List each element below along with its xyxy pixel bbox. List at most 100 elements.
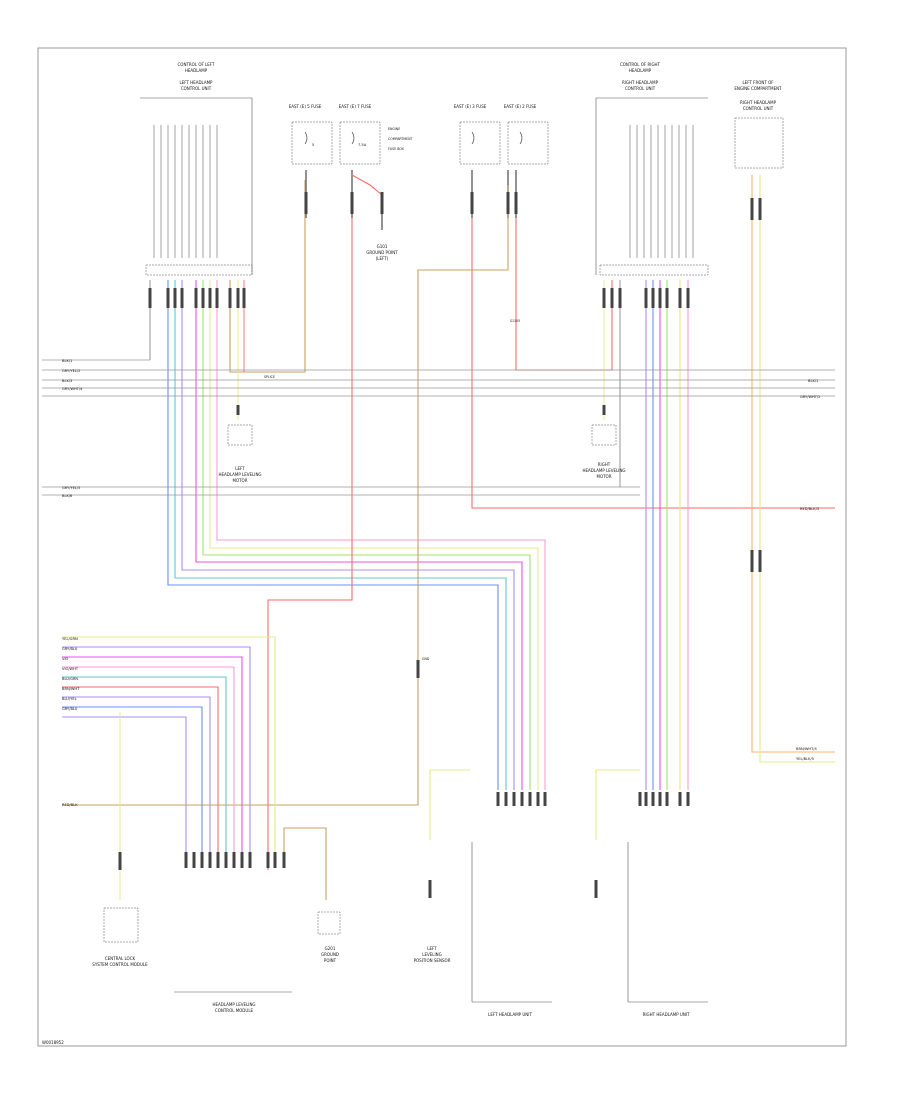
connector-pin [750, 198, 754, 220]
left-ctrl-title-4: CONTROL UNIT [181, 86, 212, 91]
connector-pin [758, 550, 762, 572]
connector-pin [166, 288, 170, 308]
connector-pin [232, 852, 236, 868]
left-ctrl-title-2: HEADLAMP [185, 68, 208, 73]
left-ctrl-title-1: CONTROL OF LEFT [178, 62, 216, 67]
ground-center-label-1: G201 [325, 946, 336, 951]
connector-pin [594, 880, 598, 898]
wire-35 [351, 174, 383, 196]
wire-29 [229, 180, 306, 373]
left-ctrl-title-3: LEFT HEADLAMP [180, 80, 214, 85]
fuse-d-label: EAST (E) 2 FUSE [504, 104, 537, 109]
headlamp-leveling-control-module: HEADLAMP LEVELING CONTROL MODULE [174, 991, 292, 1013]
wire-26 [202, 280, 531, 790]
left-wire-label-7: BLU/YEL [62, 697, 77, 701]
bus-labels-left: BLK/1 GRY/YEL/2 BLK/3 GRY/WHT/4 GRY/YEL/… [62, 359, 83, 498]
left-wire-label-4: VIO/WHT [62, 667, 79, 671]
connector-pin [678, 288, 682, 308]
wire-64 [429, 769, 470, 840]
fuse-a-label: EAST (E) 5 FUSE [289, 104, 322, 109]
connector-pin [638, 792, 642, 806]
connector-pin [201, 288, 205, 308]
wire-56 [62, 666, 235, 860]
wire-61 [62, 716, 187, 860]
connector-pin [208, 852, 212, 868]
connector-pin [216, 852, 220, 868]
connector-pin [678, 792, 682, 806]
bus-left-top [42, 359, 835, 496]
ground-center-label-3: POINT [324, 958, 337, 963]
connector-pin [428, 880, 432, 898]
central-module-label-1: CENTRAL LOCK [105, 956, 136, 961]
right-top-title-4: CONTROL UNIT [743, 106, 774, 111]
connector-pin [240, 852, 244, 868]
connector-pin [504, 792, 508, 806]
bus-label-2: GRY/YEL/2 [62, 369, 80, 373]
bus-label-r5: YEL/BLK/5 [796, 757, 814, 761]
fuse-b-amp: 7.5A [358, 143, 367, 147]
connector-pin [536, 792, 540, 806]
right-motor-label-1: RIGHT [598, 462, 611, 467]
connector-pin [266, 852, 270, 868]
connector-pin [228, 288, 232, 308]
connector-pin [750, 550, 754, 572]
fuse-block-left: EAST (E) 5 FUSE EAST (E) 7 FUSE 5 7.5A E… [289, 104, 412, 165]
right-leveling-motor: RIGHT HEADLAMP LEVELING MOTOR [582, 424, 626, 479]
left-wire-label-2: GRY/BLU [62, 647, 78, 651]
connector-pin [514, 192, 518, 214]
connector-pin [304, 192, 308, 214]
connector-pin [236, 288, 240, 308]
wire-23 [174, 280, 507, 790]
connector-pin [380, 192, 384, 214]
connector-pin [520, 792, 524, 806]
ground-left-label-1: G101 [377, 244, 388, 249]
left-wire-labels: YEL/GRN GRY/BLU VIO VIO/WHT BLU/GRN BRN/… [62, 637, 80, 807]
right-ctrl-title-2: HEADLAMP [629, 68, 652, 73]
right-top-title-1: LEFT FRONT OF [742, 80, 774, 85]
connector-pin [496, 792, 500, 806]
left-leveling-motor: LEFT HEADLAMP LEVELING MOTOR [218, 424, 262, 483]
right-front-engine-compartment: LEFT FRONT OF ENGINE COMPARTMENT RIGHT H… [734, 80, 784, 169]
wire-65 [595, 769, 640, 840]
connector-pin [470, 192, 474, 214]
left-wire-label-8: GRY/BLU [62, 707, 78, 711]
connector-pin [236, 405, 240, 415]
wire-25 [195, 280, 523, 790]
wire-40 [515, 218, 613, 371]
wire-59 [62, 696, 211, 860]
left-headlamp-control-unit: CONTROL OF LEFT HEADLAMP LEFT HEADLAMP C… [140, 62, 253, 276]
connector-pin [651, 288, 655, 308]
bus-label-5: GRY/YEL/5 [62, 486, 80, 490]
connector-pin [644, 288, 648, 308]
connector-pin [658, 792, 662, 806]
left-headlamp-unit: LEFT HEADLAMP UNIT [471, 842, 552, 1017]
wire-36 [267, 218, 353, 870]
connector-pin [148, 288, 152, 308]
ground-center-component: G201 GROUND POINT [317, 911, 341, 963]
left-wire-label-3: VIO [62, 657, 69, 661]
term-label: SPLICE [264, 375, 275, 379]
connector-pin [180, 288, 184, 308]
headlamp-control-label-2: CONTROL MODULE [215, 1008, 254, 1013]
left-headlamp-unit-label: LEFT HEADLAMP UNIT [488, 1012, 532, 1017]
connector-pin [665, 792, 669, 806]
wire-27 [209, 280, 539, 790]
connector-pin [200, 852, 204, 868]
connector-pin [665, 288, 669, 308]
right-ctrl-title-3: RIGHT HEADLAMP [622, 80, 659, 85]
right-headlamp-control-unit: CONTROL OF RIGHT HEADLAMP RIGHT HEADLAMP… [595, 62, 709, 276]
diagram-border [37, 47, 847, 1047]
gnd-label: GND [422, 657, 430, 661]
connector-pin [686, 792, 690, 806]
connector-pin [602, 288, 606, 308]
left-motor-label-3: MOTOR [233, 478, 248, 483]
wire-52 [759, 175, 835, 763]
bus-label-6: BLK/6 [62, 494, 73, 498]
connector-pin [543, 792, 547, 806]
engine-fuse-box-label-1: ENGINE [388, 127, 400, 131]
connector-pin [273, 852, 277, 868]
wire-54 [62, 646, 251, 860]
left-pos-sensor-label-3: POSITION SENSOR [414, 958, 451, 963]
connector-pin [173, 288, 177, 308]
